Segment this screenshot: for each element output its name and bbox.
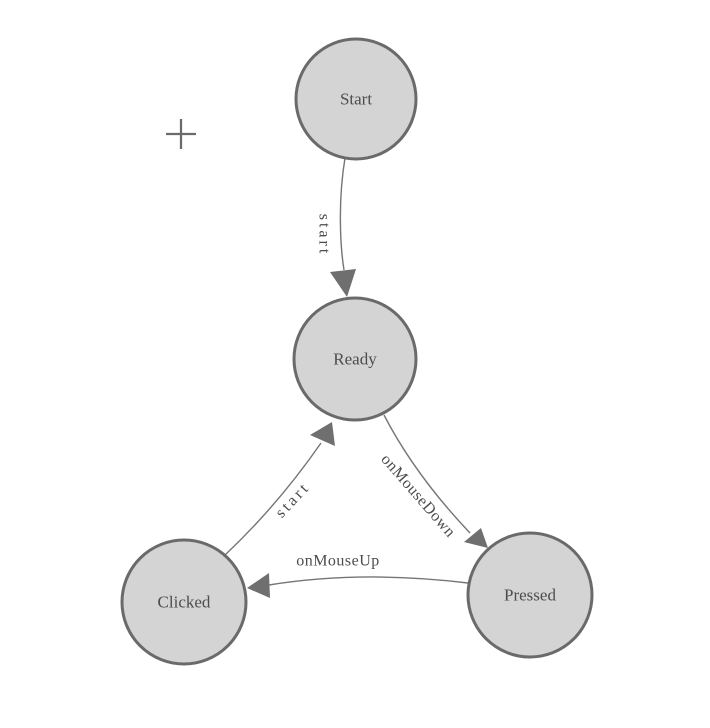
edge-line	[383, 414, 471, 534]
transition-edge-ready-to-pressed[interactable]: onMouseDown	[377, 414, 488, 548]
state-circle	[120, 538, 248, 666]
state-circle	[466, 531, 594, 659]
transition-edge-clicked-to-ready[interactable]: start	[224, 422, 335, 556]
plus-crosshair-icon	[166, 119, 196, 149]
arrowhead-icon	[310, 422, 335, 446]
state-label: Ready	[333, 350, 377, 369]
state-node-pressed[interactable]: Pressed	[466, 531, 594, 659]
state-label: Start	[340, 90, 372, 109]
transition-edge-pressed-to-clicked[interactable]: onMouseUp	[247, 553, 469, 599]
state-label: Pressed	[504, 586, 556, 605]
arrowhead-icon	[247, 573, 270, 598]
edge-line	[268, 576, 469, 586]
transition-label: onMouseUp	[296, 553, 380, 570]
state-node-ready[interactable]: Ready	[292, 296, 418, 422]
transition-label: start	[272, 479, 313, 522]
edge-line	[224, 442, 322, 556]
arrowhead-icon	[464, 528, 488, 548]
arrowhead-icon	[330, 269, 356, 297]
state-node-clicked[interactable]: Clicked	[120, 538, 248, 666]
state-label: Clicked	[158, 593, 211, 612]
state-node-start[interactable]: Start	[294, 37, 418, 161]
transition-label: start	[316, 214, 333, 257]
state-circle	[294, 37, 418, 161]
state-circle	[292, 296, 418, 422]
transition-edge-start-to-ready[interactable]: start	[316, 157, 357, 297]
edge-line	[339, 157, 346, 271]
transition-label: onMouseDown	[377, 451, 458, 541]
